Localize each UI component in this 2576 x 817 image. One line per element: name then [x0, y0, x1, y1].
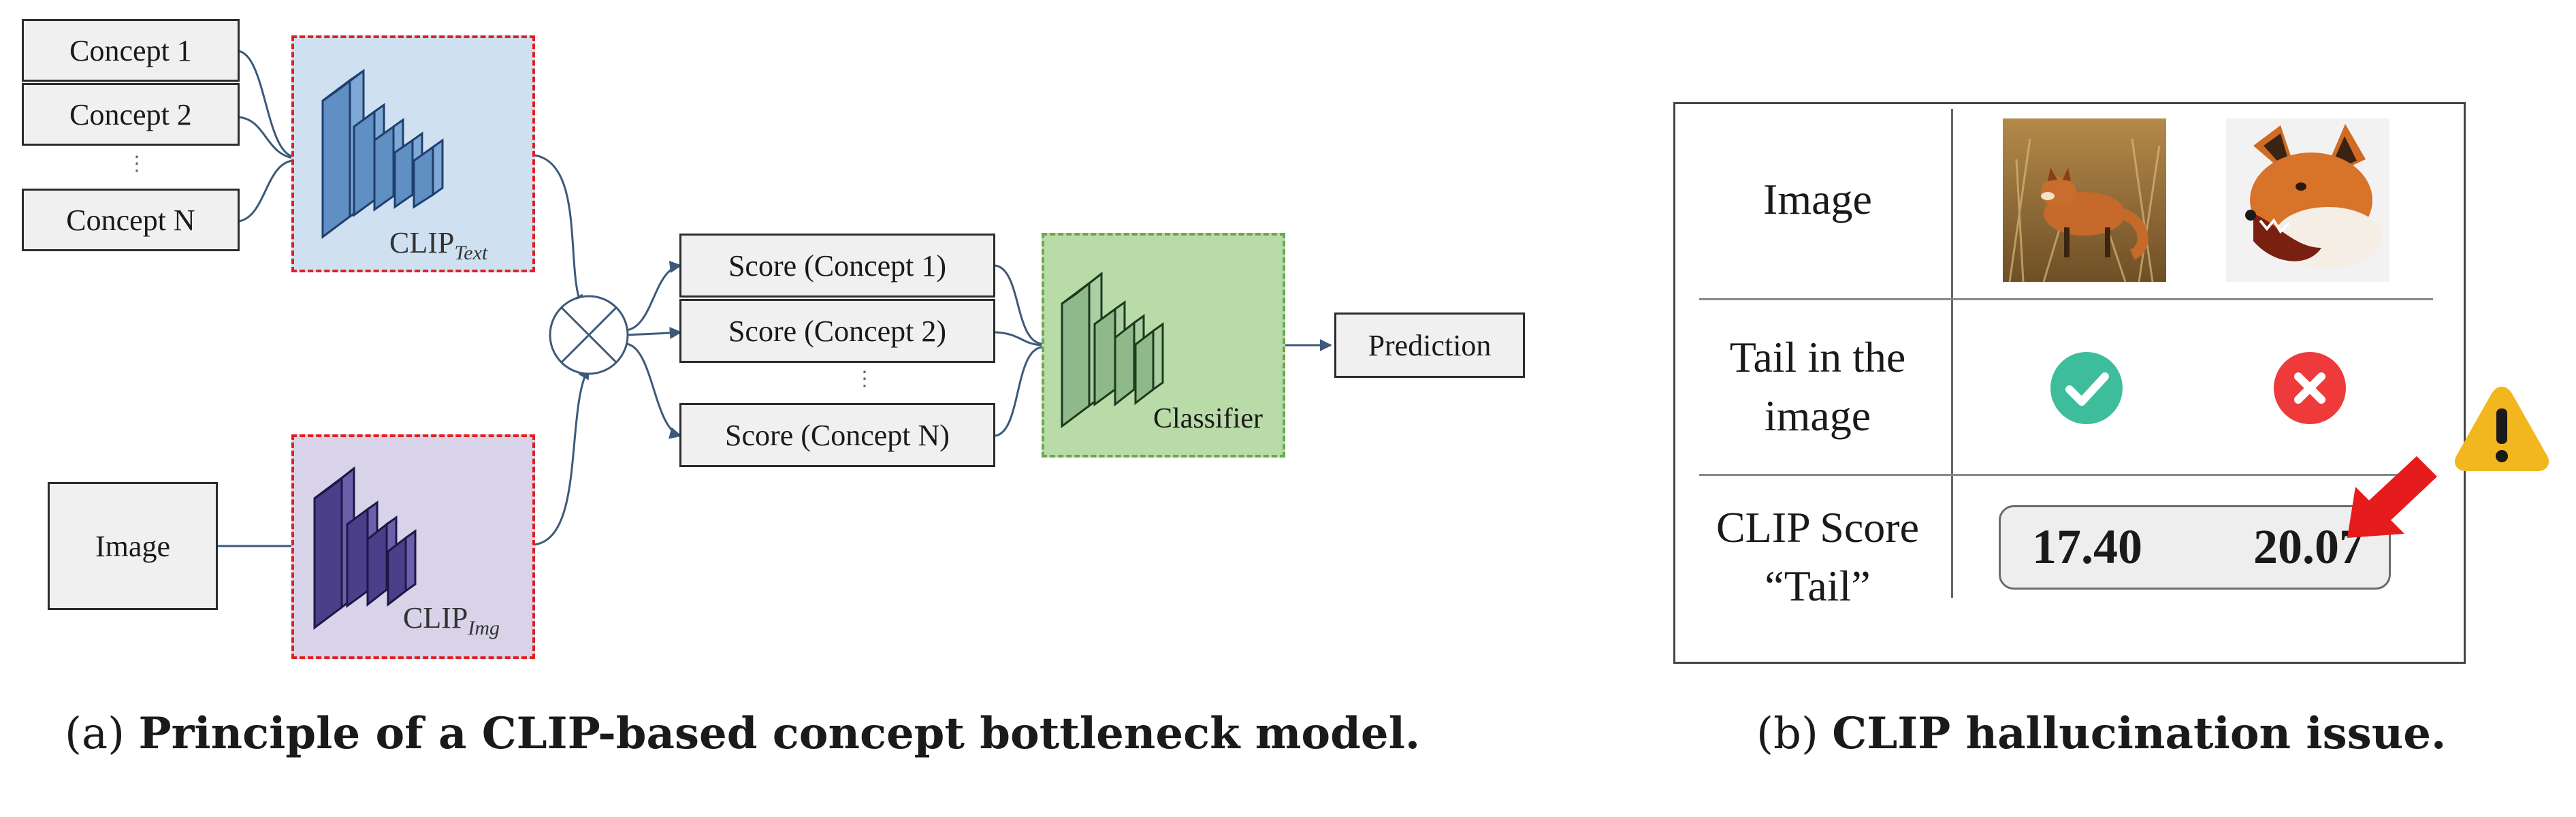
warning-icon: [2454, 387, 2549, 471]
concept-ellipsis: ⋮: [127, 152, 147, 176]
score-box-2: Score (Concept 2): [679, 299, 995, 363]
row-label-score: CLIP Score “Tail”: [1688, 498, 1947, 616]
clip-text-network-icon: [321, 69, 444, 239]
classifier-block: Classifier: [1042, 233, 1285, 458]
check-icon: [2050, 352, 2123, 424]
classifier-network-icon: [1061, 271, 1164, 428]
clip-text-encoder: CLIPText: [291, 35, 535, 272]
table-row-divider-2: [1699, 474, 2433, 476]
cross-icon: [2274, 352, 2346, 424]
concept-box-2: Concept 2: [22, 83, 240, 146]
score-label-n: Score (Concept N): [725, 418, 950, 452]
clip-text-subscript: Text: [454, 241, 488, 264]
image-input-box: Image: [48, 482, 218, 610]
prediction-label: Prediction: [1368, 328, 1492, 362]
table-row-divider-1: [1699, 298, 2433, 300]
hallucination-table: [1673, 102, 2466, 664]
caption-b-prefix: (b): [1756, 709, 1818, 759]
clip-image-subscript: Img: [468, 616, 500, 639]
row-label-tail-line1: Tail in the: [1729, 333, 1906, 381]
clip-score-pill: [1999, 505, 2391, 590]
score-value-right: 20.07: [2253, 519, 2364, 574]
clip-image-network-icon: [313, 466, 417, 630]
concept-box-1: Concept 1: [22, 19, 240, 82]
clip-text-label: CLIPText: [389, 226, 488, 264]
caption-a-prefix: (a): [65, 709, 125, 759]
concept-label-n: Concept N: [66, 203, 195, 237]
red-arrow-icon: [2347, 456, 2437, 538]
row-label-image: Image: [1763, 175, 1872, 223]
score-label-2: Score (Concept 2): [728, 314, 947, 348]
caption-a: (a) Principle of a CLIP-based concept bo…: [65, 708, 1420, 759]
concept-label-1: Concept 1: [69, 33, 192, 67]
score-box-n: Score (Concept N): [679, 403, 995, 467]
classifier-label: Classifier: [1153, 403, 1263, 434]
score-value-left: 17.40: [2032, 519, 2142, 574]
fox-snarling-photo: [2226, 118, 2389, 282]
caption-b-text: CLIP hallucination issue.: [1832, 708, 2447, 759]
score-ellipsis: ⋮: [854, 367, 875, 391]
clip-image-encoder: CLIPImg: [291, 434, 535, 659]
clip-image-label: CLIPImg: [403, 601, 500, 639]
table-vertical-divider: [1951, 109, 1953, 598]
image-input-label: Image: [95, 529, 170, 563]
fox-standing-photo: [2003, 118, 2166, 282]
concept-label-2: Concept 2: [69, 97, 192, 131]
caption-a-text: Principle of a CLIP-based concept bottle…: [138, 708, 1421, 759]
row-label-tail: Tail in the image: [1688, 328, 1947, 446]
prediction-box: Prediction: [1334, 313, 1525, 378]
score-label-1: Score (Concept 1): [728, 249, 947, 283]
concept-box-n: Concept N: [22, 189, 240, 251]
score-box-1: Score (Concept 1): [679, 234, 995, 298]
row-label-tail-line2: image: [1764, 391, 1871, 440]
row-label-score-line1: CLIP Score: [1716, 503, 1920, 551]
caption-b: (b) CLIP hallucination issue.: [1756, 708, 2446, 759]
row-label-score-line2: “Tail”: [1765, 562, 1871, 611]
